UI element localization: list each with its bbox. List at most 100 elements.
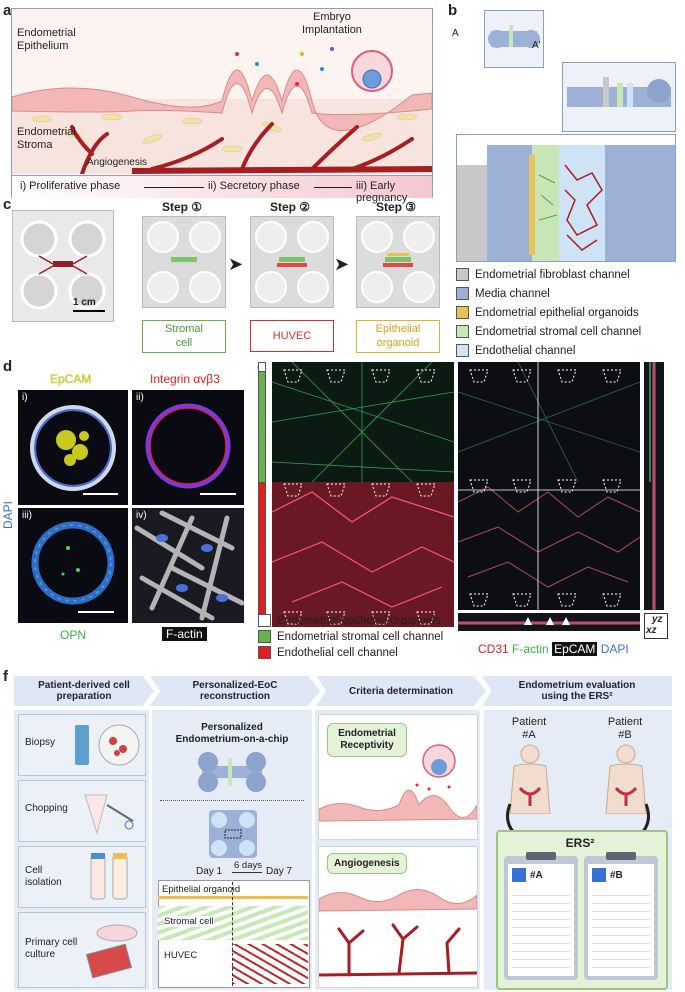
step-1-photo: [142, 216, 226, 308]
swatch-endothelial: [456, 344, 469, 357]
micro-opn: iii): [18, 508, 128, 623]
stain-dapi: DAPI: [600, 642, 629, 656]
header-prep: Patient-derived cell preparation: [14, 676, 154, 706]
sub-iii: iii): [22, 510, 32, 521]
sub-iv: iv): [136, 510, 147, 521]
swatch-fibroblast: [456, 268, 469, 281]
panel-label-c: c: [3, 196, 12, 213]
eoc-chip-top: [209, 810, 257, 858]
criteria-receptivity: Endometrial Receptivity: [327, 723, 407, 757]
timeline-split: [232, 882, 233, 986]
layer-stromal-label: Stromal cell: [164, 916, 214, 927]
title-integrin: Integrin αvβ3: [150, 372, 220, 386]
step-2-title: Step ②: [269, 200, 311, 214]
swatch-stromal-e: [258, 630, 271, 643]
micro-chip-left: [272, 362, 454, 627]
panel-label-f: f: [3, 668, 8, 685]
micro-chip-right: [458, 362, 640, 610]
label-angiogenesis: Angiogenesis: [87, 157, 148, 168]
swatch-organoids-e: [258, 614, 271, 627]
criteria-receptivity-panel: Endometrial Receptivity: [318, 714, 478, 840]
swatch-media: [456, 287, 469, 300]
layer-epi-label: Epithelial organoid: [162, 884, 241, 895]
clipboard-b-tag: #B: [610, 870, 623, 881]
swatch-endothelial-e: [258, 646, 271, 659]
step-2-photo: [250, 216, 334, 308]
micro-yz-slice: [644, 362, 664, 610]
legend-b-item-2: Endometrial epithelial organoids: [456, 306, 639, 319]
step-1-label: Stromal cell: [142, 320, 226, 353]
chip-zoom: [456, 134, 676, 262]
prep-isolation: Cell isolation: [18, 846, 146, 908]
patient-b-figure: [605, 744, 647, 814]
micro-epcam: i): [18, 390, 128, 505]
micro-integrin: ii): [132, 390, 244, 505]
eoc-chip-3d: [198, 752, 266, 792]
stain-legend: CD31 F-actin EpCAM DAPI: [478, 642, 629, 656]
criteria-angio-panel: Angiogenesis: [318, 846, 478, 988]
phase-1: i) Proliferative phase: [20, 180, 121, 192]
chip-section: [562, 62, 676, 132]
clipboard-a: #A: [504, 852, 578, 980]
prep-label-chopping: Chopping: [25, 803, 68, 814]
prep-culture: Primary cell culture: [18, 912, 146, 988]
panel-label-d: d: [3, 358, 13, 375]
timeline-gap: 6 days: [234, 860, 262, 871]
phase-bar: [12, 175, 432, 198]
section-a: A: [452, 28, 459, 39]
axis-box: yz xz: [644, 613, 668, 639]
arrow-1: [144, 187, 204, 188]
micro-factin: iv): [132, 508, 244, 623]
legend-b-item-4: Endothelial channel: [456, 344, 575, 357]
timeline-day7: Day 7: [266, 866, 293, 877]
title-epcam: EpCAM: [50, 372, 92, 386]
step-3-label: Epithelial organoid: [356, 320, 440, 353]
patient-b-label: Patient #B: [607, 716, 643, 741]
timeline-day1: Day 1: [196, 866, 223, 877]
chip-overview: [484, 10, 544, 68]
scale-bar-label: 1 cm: [73, 297, 96, 308]
legend-e-item-2: Endothelial cell channel: [258, 646, 398, 659]
patient-a-figure: [509, 744, 551, 814]
prep-label-isolation: Cell isolation: [25, 865, 62, 888]
arrow-step-1-2: ➤: [228, 254, 244, 274]
legend-b-item-1: Media channel: [456, 287, 550, 300]
layer-huvec-fill: [232, 944, 308, 984]
arrow-2: [314, 187, 352, 188]
clipboard-a-tag: #A: [530, 870, 543, 881]
axis-xz: xz: [646, 625, 657, 636]
swatch-organoids: [456, 306, 469, 319]
step-3-title: Step ③: [375, 200, 417, 214]
legend-b-item-3: Endometrial stromal cell channel: [456, 325, 641, 338]
legend-b-item-0: Endometrial fibroblast channel: [456, 268, 630, 281]
axis-yz: yz: [652, 614, 663, 625]
label-epithelium: Endometrial Epithelium: [17, 27, 76, 52]
layer-huvec-label: HUVEC: [164, 950, 198, 961]
patient-a-label: Patient #A: [511, 716, 547, 741]
step-2-label: HUVEC: [250, 320, 334, 352]
prep-label-culture: Primary cell culture: [25, 937, 78, 960]
phase-3: iii) Early pregnancy: [356, 180, 408, 204]
ers-title: ERS²: [565, 836, 595, 850]
criteria-angiogenesis: Angiogenesis: [327, 853, 407, 874]
label-stroma: Endometrial Stroma: [17, 126, 76, 151]
chip-photo: 1 cm: [12, 210, 114, 322]
phase-2: ii) Secretory phase: [208, 180, 300, 192]
timeline-arrow: [232, 872, 262, 873]
section-a-prime: A': [532, 40, 541, 51]
step-1-title: Step ①: [161, 200, 203, 214]
legend-e-item-0: Endometrial epithelial organoids: [258, 614, 441, 627]
arrow-step-2-3: ➤: [334, 254, 350, 274]
title-dapi: DAPI: [1, 500, 16, 530]
endometrium-illustration: [12, 47, 432, 174]
clipboard-b: #B: [584, 852, 658, 980]
panel-label-a: a: [3, 2, 12, 19]
layer-epi-line: [158, 896, 308, 899]
sub-ii: ii): [136, 392, 144, 403]
header-criteria: Criteria determination: [316, 676, 486, 706]
channel-indicator: [258, 362, 266, 627]
title-factin: F-actin: [162, 627, 207, 641]
micro-xz-slice: [458, 613, 640, 631]
stain-epcam: EpCAM: [552, 642, 598, 656]
label-implantation: Embryo Implantation: [302, 11, 362, 36]
